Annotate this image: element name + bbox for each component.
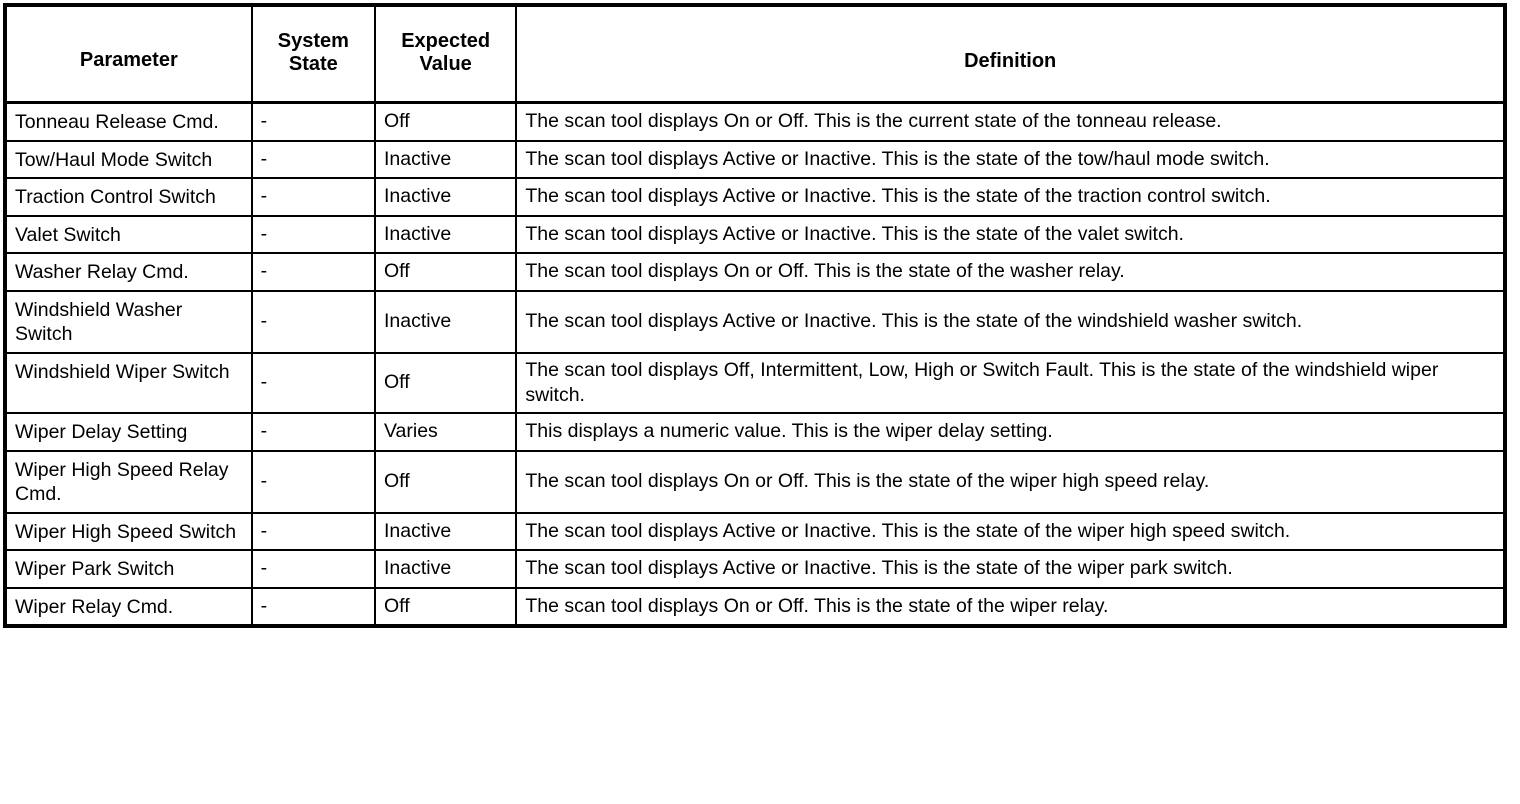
column-header-system-state-line2: State xyxy=(288,53,338,75)
cell-system-state: - xyxy=(251,215,376,255)
cell-system-state: - xyxy=(251,290,376,354)
column-header-expected-value-line1: Expected xyxy=(401,29,491,52)
cell-expected-value: Off xyxy=(374,450,518,514)
cell-parameter: Traction Control Switch xyxy=(5,178,253,217)
cell-system-state: - xyxy=(251,450,376,514)
cell-parameter: Tow/Haul Mode Switch xyxy=(5,140,253,180)
cell-definition: This displays a numeric value. This is t… xyxy=(516,413,1505,452)
cell-expected-value: Inactive xyxy=(374,178,518,217)
cell-definition: The scan tool displays Active or Inactiv… xyxy=(516,178,1505,217)
cell-expected-value: Off xyxy=(374,253,518,292)
cell-definition: The scan tool displays Active or Inactiv… xyxy=(516,140,1505,180)
table-header: Parameter System State Expected Value De… xyxy=(5,5,1505,104)
cell-parameter: Wiper Park Switch xyxy=(5,550,253,589)
cell-expected-value: Inactive xyxy=(374,512,518,552)
cell-system-state: - xyxy=(251,253,376,292)
cell-expected-value: Inactive xyxy=(374,215,518,255)
cell-expected-value: Off xyxy=(374,102,518,142)
column-header-system-state-line1: System xyxy=(277,29,349,52)
cell-parameter: Valet Switch xyxy=(5,215,253,255)
cell-definition: The scan tool displays On or Off. This i… xyxy=(516,102,1505,142)
header-row: Parameter System State Expected Value De… xyxy=(5,5,1505,104)
parameter-definition-table: Parameter System State Expected Value De… xyxy=(3,3,1507,629)
cell-definition: The scan tool displays On or Off. This i… xyxy=(516,253,1505,292)
cell-expected-value: Off xyxy=(374,352,518,415)
cell-system-state: - xyxy=(251,550,376,589)
column-header-definition: Definition xyxy=(516,5,1505,104)
cell-system-state: - xyxy=(251,413,376,452)
cell-expected-value: Varies xyxy=(374,413,518,452)
cell-definition: The scan tool displays Active or Inactiv… xyxy=(516,550,1505,589)
cell-parameter: Wiper High Speed Switch xyxy=(5,512,253,552)
cell-parameter: Windshield Wiper Switch xyxy=(5,352,253,415)
cell-parameter: Wiper High Speed Relay Cmd. xyxy=(5,450,253,514)
column-header-system-state: System State xyxy=(251,5,376,104)
column-header-parameter: Parameter xyxy=(5,5,253,104)
cell-system-state: - xyxy=(251,140,376,180)
column-header-expected-value: Expected Value xyxy=(374,5,518,104)
cell-expected-value: Inactive xyxy=(374,550,518,589)
cell-system-state: - xyxy=(251,512,376,552)
cell-definition: The scan tool displays Active or Inactiv… xyxy=(516,512,1505,552)
cell-system-state: - xyxy=(251,178,376,217)
column-header-expected-value-line2: Value xyxy=(419,53,472,75)
cell-definition: The scan tool displays Active or Inactiv… xyxy=(516,215,1505,255)
cell-parameter: Windshield Washer Switch xyxy=(5,290,253,354)
cell-definition: The scan tool displays On or Off. This i… xyxy=(525,594,1109,617)
cell-expected-value: Off xyxy=(374,587,518,627)
cell-parameter: Wiper Relay Cmd. xyxy=(5,587,253,627)
table-row: Wiper Relay Cmd.-Off The scan tool displa… xyxy=(5,587,1505,627)
cell-parameter: Tonneau Release Cmd. xyxy=(5,102,253,142)
cell-expected-value: Inactive xyxy=(374,140,518,180)
cell-definition: The scan tool displays On or Off. This i… xyxy=(516,450,1505,514)
cell-system-state: - xyxy=(251,102,376,142)
cell-system-state: - xyxy=(251,587,376,627)
cell-expected-value: Inactive xyxy=(374,290,518,354)
cell-system-state: - xyxy=(251,352,376,415)
cell-parameter: Wiper Delay Setting xyxy=(5,413,253,452)
cell-definition: The scan tool displays Off, Intermittent… xyxy=(516,352,1505,415)
cell-parameter: Washer Relay Cmd. xyxy=(5,253,253,292)
cell-definition: The scan tool displays Active or Inactiv… xyxy=(516,290,1505,354)
